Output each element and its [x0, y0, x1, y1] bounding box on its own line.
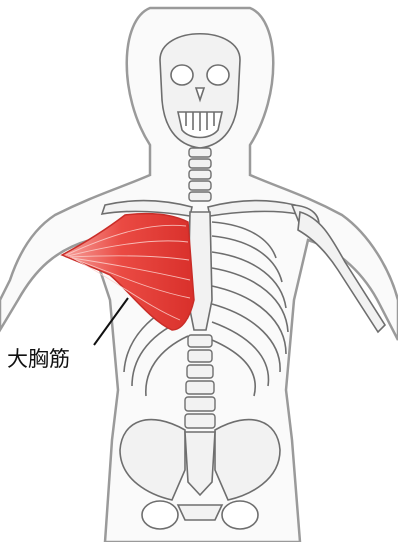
cervical-spine: [189, 148, 211, 201]
pelvis: [120, 420, 280, 529]
skull: [160, 34, 240, 148]
muscle-label: 大胸筋: [7, 343, 70, 373]
